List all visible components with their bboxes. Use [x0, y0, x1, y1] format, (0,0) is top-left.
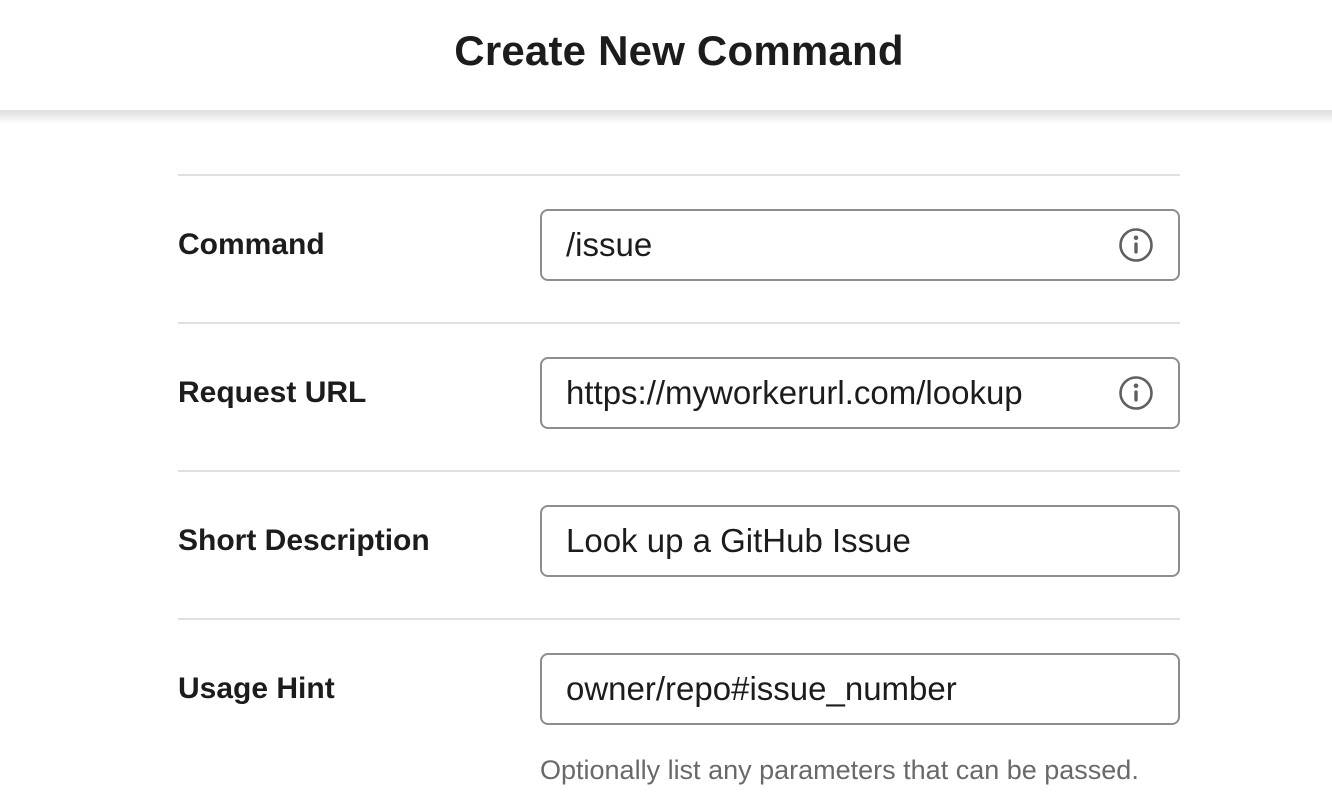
form-row-request-url: Request URL	[178, 322, 1180, 470]
usage-hint-help-text: Optionally list any parameters that can …	[540, 755, 1139, 785]
form-row-usage-hint: Usage Hint Optionally list any parameter…	[178, 618, 1180, 810]
command-input-wrap	[540, 209, 1180, 281]
info-icon[interactable]	[1118, 375, 1154, 411]
request-url-input[interactable]	[540, 357, 1180, 429]
usage-hint-input-wrap	[540, 653, 1180, 725]
page-title: Create New Command	[454, 27, 904, 74]
short-description-label: Short Description	[178, 524, 430, 557]
request-url-input-wrap	[540, 357, 1180, 429]
command-label: Command	[178, 228, 325, 261]
command-input[interactable]	[540, 209, 1180, 281]
create-command-form: Command Request URL Short Description	[178, 110, 1180, 810]
usage-hint-field-col: Optionally list any parameters that can …	[540, 653, 1180, 786]
request-url-label: Request URL	[178, 376, 367, 409]
usage-hint-input[interactable]	[540, 653, 1180, 725]
usage-hint-label: Usage Hint	[178, 672, 335, 705]
short-description-input-wrap	[540, 505, 1180, 577]
page-header: Create New Command	[0, 0, 1332, 124]
form-row-short-description: Short Description	[178, 470, 1180, 618]
short-description-input[interactable]	[540, 505, 1180, 577]
info-icon[interactable]	[1118, 227, 1154, 263]
header-inner: Create New Command	[178, 27, 1180, 83]
form-row-command: Command	[178, 174, 1180, 322]
